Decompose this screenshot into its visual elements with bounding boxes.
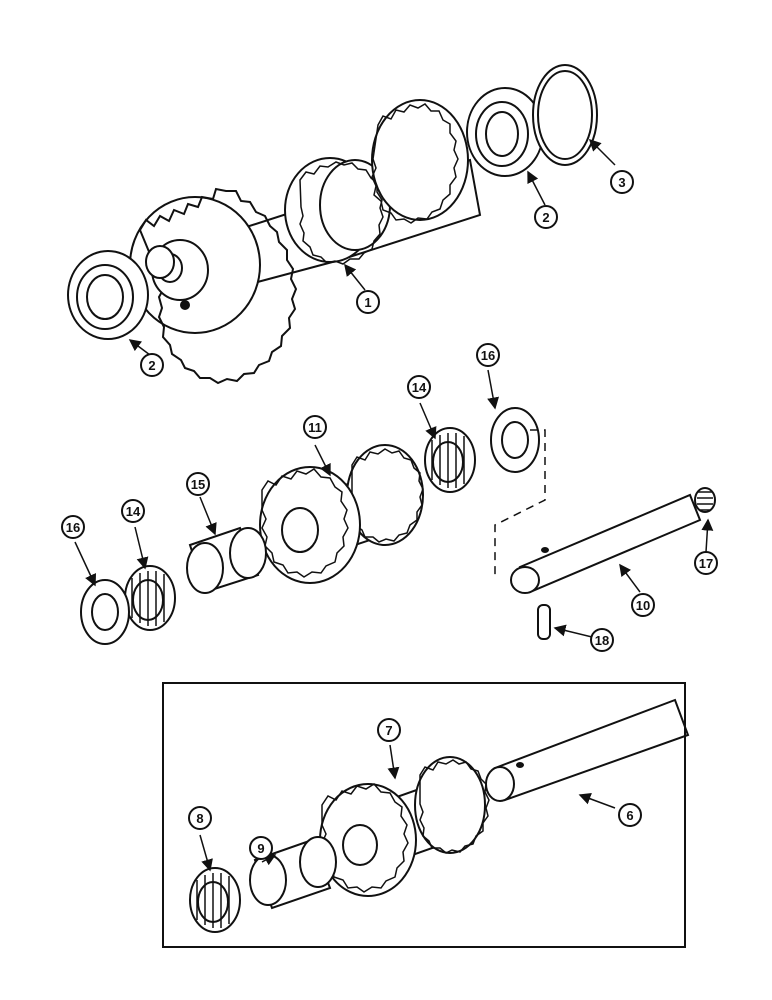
callout-2-right: 2 xyxy=(534,205,558,229)
svg-text:18: 18 xyxy=(595,633,609,648)
countershaft-gear-cluster xyxy=(129,99,482,385)
svg-text:9: 9 xyxy=(257,841,264,856)
callout-3: 3 xyxy=(610,170,634,194)
thrust-washer-right xyxy=(490,407,540,473)
callout-18: 18 xyxy=(590,628,614,652)
ball-bearing-right xyxy=(466,87,544,177)
callout-11: 11 xyxy=(303,415,327,439)
svg-text:10: 10 xyxy=(636,598,650,613)
callout-14-right: 14 xyxy=(407,375,431,399)
alternate-spacer xyxy=(249,836,337,910)
svg-text:2: 2 xyxy=(542,210,549,225)
thrust-washer-left xyxy=(80,579,130,645)
alternate-shaft xyxy=(485,698,690,802)
callout-16-right: 16 xyxy=(476,343,500,367)
svg-text:14: 14 xyxy=(412,380,427,395)
needle-bearing-left xyxy=(124,565,176,631)
svg-text:1: 1 xyxy=(364,295,371,310)
svg-text:6: 6 xyxy=(626,808,633,823)
leader-lines xyxy=(74,138,714,872)
callout-6: 6 xyxy=(618,803,642,827)
callout-10: 10 xyxy=(631,593,655,617)
svg-text:7: 7 xyxy=(385,723,392,738)
svg-text:3: 3 xyxy=(618,175,625,190)
idler-shaft xyxy=(494,429,702,594)
alternate-assembly-frame xyxy=(162,682,686,948)
callout-17: 17 xyxy=(694,551,718,575)
callout-7: 7 xyxy=(377,718,401,742)
svg-text:8: 8 xyxy=(196,811,203,826)
alternate-idler-gear xyxy=(319,756,490,897)
svg-text:15: 15 xyxy=(191,477,205,492)
snap-ring xyxy=(532,64,598,166)
svg-text:16: 16 xyxy=(66,520,80,535)
alternate-needle-bearing xyxy=(189,867,241,933)
callout-15: 15 xyxy=(186,472,210,496)
svg-text:16: 16 xyxy=(481,348,495,363)
svg-text:17: 17 xyxy=(699,556,713,571)
spacer-sleeve xyxy=(186,526,267,594)
reverse-idler-gear xyxy=(259,444,424,584)
callout-14-left: 14 xyxy=(121,499,145,523)
svg-text:11: 11 xyxy=(308,420,322,435)
needle-bearing-right xyxy=(424,427,476,493)
callout-16-left: 16 xyxy=(61,515,85,539)
roll-pin xyxy=(537,604,551,640)
expansion-plug xyxy=(694,487,716,513)
callout-1: 1 xyxy=(356,290,380,314)
callout-2-left: 2 xyxy=(140,353,164,377)
svg-text:2: 2 xyxy=(148,358,155,373)
callout-8: 8 xyxy=(188,806,212,830)
callout-9: 9 xyxy=(249,836,273,860)
middle-gear-pair xyxy=(284,157,391,265)
ball-bearing-left xyxy=(67,250,149,340)
svg-text:14: 14 xyxy=(126,504,141,519)
right-gear xyxy=(371,99,469,224)
